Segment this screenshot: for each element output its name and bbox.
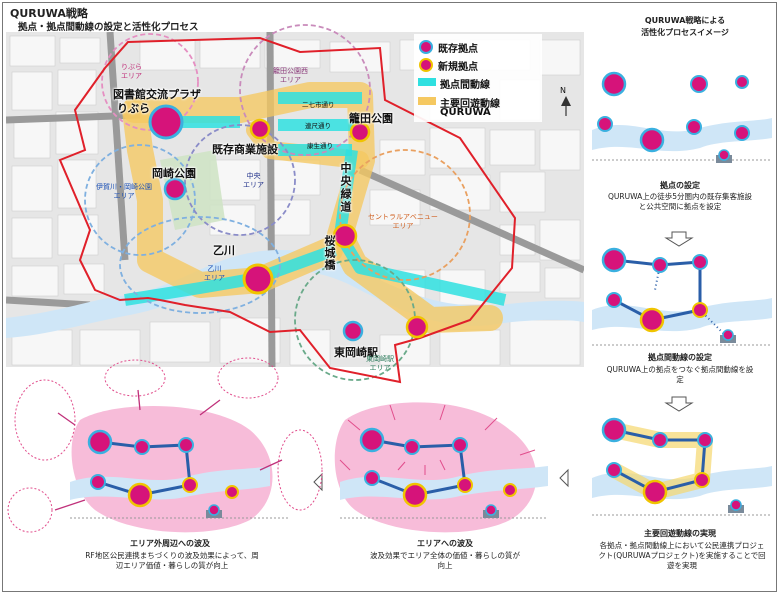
new-nodes xyxy=(242,118,429,339)
legend-new-label: 新規拠点 xyxy=(438,62,478,73)
area-chuo: 中央 エリア xyxy=(243,172,264,189)
node-okazaki-park xyxy=(163,177,187,201)
down-arrow-2 xyxy=(664,396,694,412)
street-kosei: 康生通り xyxy=(307,142,333,150)
step1-body: QURUWA上の徒歩5分圏内の既存集客施設と公共空間に拠点を設定 xyxy=(607,192,752,211)
step5-body: RF地区公民連携まちづくりの波及効果によって、周辺エリア価値・暮らしの質が向上 xyxy=(85,551,259,570)
label-commerce: 既存商業施設 xyxy=(212,143,278,156)
park-green xyxy=(160,150,225,230)
step5-title: エリア外周辺への波及 xyxy=(130,539,210,548)
area-central: セントラルアベニュー エリア xyxy=(368,213,438,230)
legend-route-label: 主要回遊動線 xyxy=(440,99,500,110)
north-label: N xyxy=(560,86,566,95)
area-kagota: 籠田公園西 エリア xyxy=(273,67,308,84)
area-iga: 伊賀川・岡崎公園 エリア xyxy=(96,183,152,200)
step3-title: 主要回遊動線の実現 xyxy=(644,529,716,538)
title-box: QURUWA戦略 拠点・拠点間動線の設定と活性化プロセス xyxy=(4,2,237,33)
step4-title: エリアへの波及 xyxy=(417,539,473,548)
label-higashi-okazaki: 東岡崎駅 xyxy=(334,346,378,359)
label-okazaki-park: 岡崎公園 xyxy=(152,167,196,180)
area-higashi: 東岡崎駅 エリア xyxy=(366,355,394,372)
label-otogawa: 乙川 xyxy=(213,244,235,257)
node-commerce xyxy=(249,118,271,140)
step2-body: QURUWA上の拠点をつなぐ拠点間動線を設定 xyxy=(606,365,754,384)
north-arrow xyxy=(561,96,571,116)
node-otogawa xyxy=(242,263,274,295)
major-roads xyxy=(6,32,584,367)
left-arrow-1 xyxy=(559,468,569,488)
step2-title: 拠点間動線の設定 xyxy=(648,353,712,362)
process-heading-2: 活性化プロセスイメージ xyxy=(641,28,729,37)
process-step2-diagram xyxy=(592,247,772,346)
process-step1-diagram xyxy=(592,50,772,165)
process-heading-1: QURUWA戦略による xyxy=(644,16,726,25)
label-library: 図書館交流プラザ xyxy=(113,88,201,101)
node-libra xyxy=(148,104,184,140)
street-renjaku: 連尺通り xyxy=(305,122,331,130)
street-nishichi: 二七市通り xyxy=(302,101,335,109)
existing-nodes xyxy=(148,104,364,342)
step4-body: 波及効果でエリア全体の価値・暮らしの質が向上 xyxy=(370,551,520,570)
label-libra: りぶら xyxy=(117,102,150,115)
legend-existing-label: 既存拠点 xyxy=(438,44,478,55)
label-kagota-park: 籠田公園 xyxy=(349,112,393,125)
step3-body: 各拠点・拠点間動線上において公民連携プロジェクト(QURUWAプロジェクト)を実… xyxy=(598,541,766,570)
area-otogawa: 乙川 エリア xyxy=(204,265,225,282)
step1-title: 拠点の設定 xyxy=(660,181,700,190)
node-chuo xyxy=(332,223,358,249)
process-step4-diagram xyxy=(334,402,548,533)
node-east xyxy=(405,315,429,339)
process-step5-diagram xyxy=(7,357,323,533)
legend-box xyxy=(414,34,542,122)
down-arrow-1 xyxy=(664,231,694,247)
process-step3-diagram xyxy=(592,417,772,516)
area-libra: りぶら エリア xyxy=(121,63,142,80)
figure-title: QURUWA戦略 xyxy=(10,7,88,20)
node-higashi-okazaki xyxy=(342,320,364,342)
legend-route-label-2: QURUWA xyxy=(440,107,491,118)
label-sakurajo-bashi: 桜城橋 xyxy=(323,235,336,271)
figure-subtitle: 拠点・拠点間動線の設定と活性化プロセス xyxy=(18,22,199,33)
node-kagota xyxy=(349,121,371,143)
legend-link-label: 拠点間動線 xyxy=(440,80,490,91)
label-chuo-ryokudo: 中央緑道 xyxy=(339,162,352,214)
